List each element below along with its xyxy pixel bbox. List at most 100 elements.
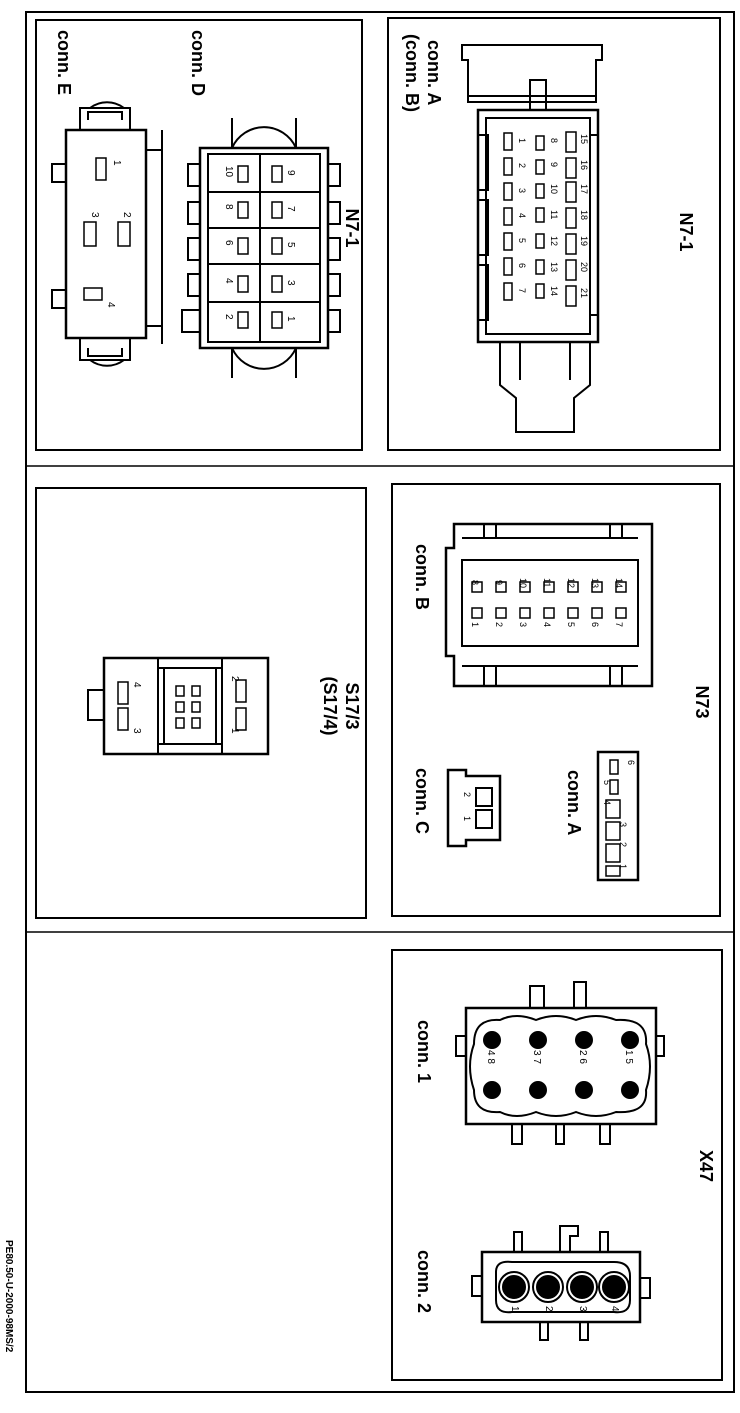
n71-pin: 20	[579, 262, 589, 272]
e-pin: 3	[89, 212, 100, 218]
contact-pin	[529, 1081, 547, 1099]
d-pin: 8	[223, 204, 234, 210]
a-pin: 5	[602, 780, 612, 785]
d-pin: 6	[223, 240, 234, 246]
n71-conn-a-label: conn. A	[424, 40, 444, 105]
n73-conn-b-label: conn. B	[412, 544, 432, 610]
x47-contacts	[483, 1031, 639, 1303]
n71-pin: 6	[517, 263, 527, 268]
n71-pin: 15	[579, 134, 589, 144]
n71-pin: 1	[517, 138, 527, 143]
n71-pin: 14	[549, 286, 559, 296]
x47-title: X47	[696, 1150, 716, 1182]
n71-pin: 18	[579, 210, 589, 220]
contact-pin	[529, 1031, 547, 1049]
n71-pin: 8	[549, 138, 559, 143]
d-pin: 3	[285, 280, 296, 286]
b-pin: 8	[470, 580, 480, 585]
x47-pin-pair: 3 7	[531, 1050, 542, 1064]
b-pin: 9	[494, 580, 504, 585]
s173-pin: 2	[229, 676, 240, 682]
d-pin: 7	[285, 206, 296, 212]
panel-s173	[35, 487, 367, 919]
x47-labels: X47 conn. 1 conn. 2 1 5 2 6 3 7 4 8 1 2 …	[414, 1020, 716, 1313]
n71-ab-labels: N7-1 conn. A (conn. B) 1 2 3 4 5 6 7 8 9…	[402, 34, 696, 298]
contact-pin	[498, 1271, 530, 1303]
b-pin: 14	[614, 578, 624, 588]
outer-frame	[25, 11, 735, 1393]
contact-pin	[621, 1031, 639, 1049]
panel-n71-conn-de	[35, 19, 363, 451]
n71-pin: 11	[549, 210, 559, 219]
b-pin: 2	[494, 622, 504, 627]
n71-pin: 3	[517, 188, 527, 193]
n71-pin: 9	[549, 162, 559, 167]
x47-pin-pair: 4 8	[485, 1050, 496, 1064]
n71-conn-b-label: (conn. B)	[402, 34, 422, 112]
a-pin: 2	[618, 842, 628, 847]
d-pin: 1	[285, 316, 296, 322]
b-pin: 6	[590, 622, 600, 627]
panel-n73	[391, 483, 721, 917]
n71-pin: 21	[579, 288, 589, 298]
n71-pin: 7	[517, 288, 527, 293]
n73-title: N73	[692, 685, 712, 718]
drawing-reference: PE80.50-U-2000-98MS/2	[3, 1240, 14, 1353]
x47-pin: 4	[609, 1306, 620, 1312]
b-pin: 4	[542, 622, 552, 627]
b-pin: 7	[614, 622, 624, 627]
n71-conn-e-label: conn. E	[54, 30, 74, 95]
x47-pin-pair: 2 6	[577, 1050, 588, 1064]
a-pin: 6	[626, 760, 636, 765]
a-pin: 3	[618, 822, 628, 827]
contact-pin	[621, 1081, 639, 1099]
x47-pin: 2	[543, 1306, 554, 1312]
contact-pin	[598, 1271, 630, 1303]
n73-conn-c-label: conn. C	[412, 768, 432, 834]
s173-title: S17/3	[342, 682, 362, 729]
n71-de-labels: N7-1 conn. D conn. E 9 7 5 3 1 10 8 6 4 …	[54, 30, 362, 322]
s173-pin: 3	[131, 728, 142, 734]
n71-ab-title: N7-1	[676, 212, 696, 251]
e-pin: 2	[121, 212, 132, 218]
n71-pin: 13	[549, 262, 559, 272]
n71-conn-d-label: conn. D	[188, 30, 208, 96]
b-pin: 11	[542, 578, 552, 587]
b-pin: 13	[590, 578, 600, 588]
b-pin: 3	[518, 622, 528, 627]
contact-pin	[483, 1081, 501, 1099]
contact-pin	[483, 1031, 501, 1049]
s173-pin: 1	[229, 728, 240, 734]
x47-conn-1-label: conn. 1	[414, 1020, 434, 1083]
n71-pin: 19	[579, 236, 589, 246]
d-pin: 4	[223, 278, 234, 284]
b-pin: 1	[470, 622, 480, 627]
a-pin: 4	[602, 800, 612, 805]
n71-pin: 16	[579, 160, 589, 170]
n73-labels: N73 conn. B conn. A conn. C 14 13 12 11 …	[412, 544, 712, 869]
d-pin: 5	[285, 242, 296, 248]
e-pin: 4	[105, 302, 116, 308]
panel-x47	[391, 949, 723, 1381]
x47-conn-2-label: conn. 2	[414, 1250, 434, 1313]
d-pin: 10	[223, 166, 234, 178]
c-pin: 1	[462, 816, 472, 821]
d-pin: 9	[285, 170, 296, 176]
contact-pin	[566, 1271, 598, 1303]
d-pin: 2	[223, 314, 234, 320]
x47-pin: 1	[509, 1306, 520, 1312]
a-pin: 1	[618, 864, 628, 869]
n71-pin: 12	[549, 236, 559, 246]
n71-pin: 2	[517, 163, 527, 168]
n71-de-title: N7-1	[342, 208, 362, 247]
n71-pin: 5	[517, 238, 527, 243]
s173-labels: S17/3 (S17/4) 2 1 4 3	[131, 676, 362, 736]
s173-subtitle: (S17/4)	[320, 676, 340, 735]
contact-pin	[575, 1081, 593, 1099]
n71-pin: 4	[517, 213, 527, 218]
n71-pin: 17	[579, 184, 589, 194]
n71-pin: 10	[549, 184, 559, 194]
b-pin: 12	[566, 578, 576, 588]
